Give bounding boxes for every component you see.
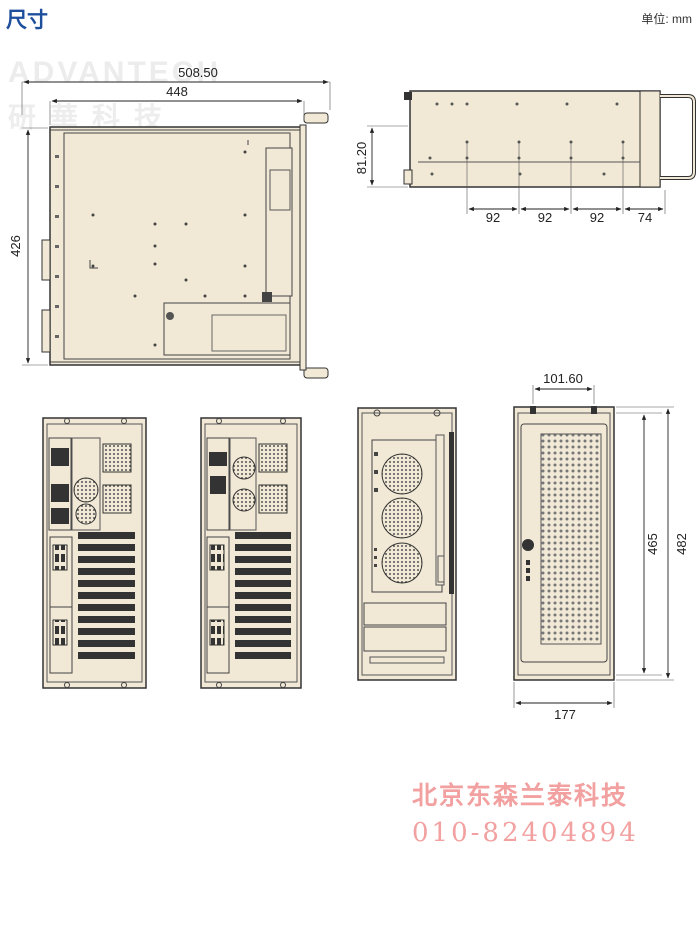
dim-height: 426 bbox=[8, 235, 23, 257]
unit-label: 单位: mm bbox=[641, 12, 692, 26]
dim-inner-depth: 448 bbox=[166, 84, 188, 99]
dim-hole-pitch-4: 74 bbox=[638, 210, 652, 225]
dim-overall-depth: 508.50 bbox=[178, 65, 218, 80]
dim-rear-foot-span: 101.60 bbox=[543, 371, 583, 386]
side-view bbox=[403, 90, 696, 188]
side-view-dimensions bbox=[367, 125, 666, 214]
top-view-dimensions bbox=[21, 79, 331, 366]
page-title: 尺寸 bbox=[6, 8, 48, 32]
rear-view-1 bbox=[42, 417, 147, 689]
phone-watermark: 010-82404894 bbox=[412, 818, 639, 848]
front-view-door bbox=[513, 406, 615, 681]
front-view-fans bbox=[357, 407, 457, 681]
top-view bbox=[41, 112, 329, 379]
dim-front-height: 465 bbox=[645, 533, 660, 555]
dim-rail-height: 81.20 bbox=[354, 142, 369, 175]
dim-front-width: 177 bbox=[554, 707, 576, 722]
dim-hole-pitch-3: 92 bbox=[590, 210, 604, 225]
dim-front-overall-height: 482 bbox=[674, 533, 689, 555]
rear-view-2 bbox=[200, 417, 302, 689]
front-view-dimensions bbox=[513, 385, 674, 708]
dim-hole-pitch-2: 92 bbox=[538, 210, 552, 225]
dealer-watermark: 北京东森兰泰科技 bbox=[412, 781, 629, 810]
dim-hole-pitch-1: 92 bbox=[486, 210, 500, 225]
